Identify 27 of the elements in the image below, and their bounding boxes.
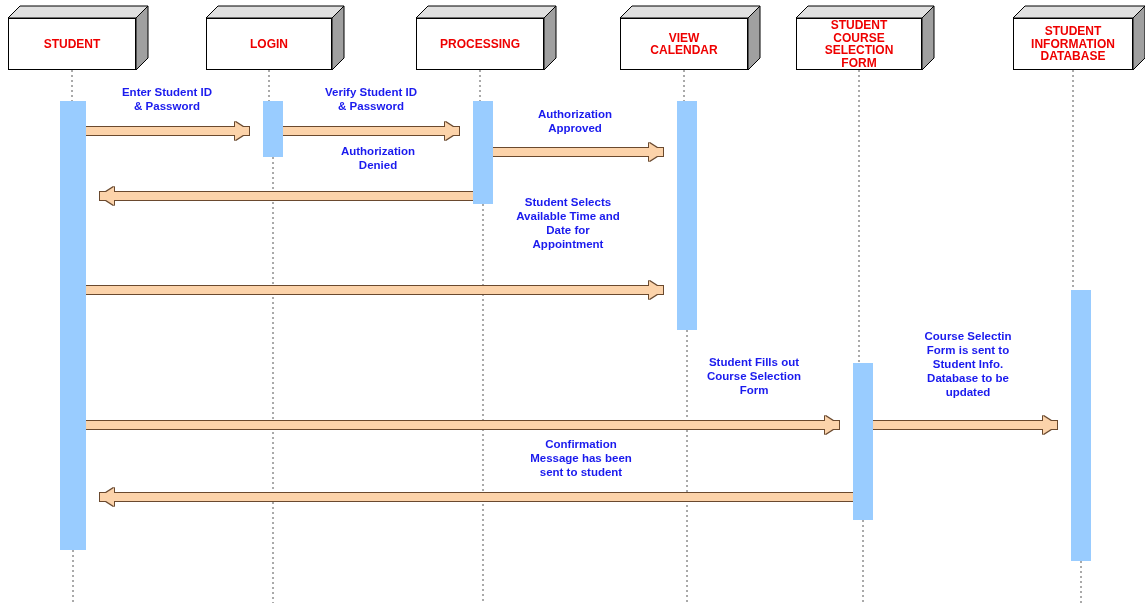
header-title: PROCESSING bbox=[440, 37, 520, 51]
header-title: STUDENT COURSE SELECTION FORM bbox=[823, 19, 895, 69]
activation-bar bbox=[263, 101, 283, 157]
header-title: VIEW CALENDAR bbox=[649, 31, 719, 57]
lifeline-header bbox=[416, 6, 556, 70]
lifeline bbox=[858, 69, 860, 364]
message-label: Confirmation Message has been sent to student bbox=[529, 437, 633, 479]
activation-bar bbox=[60, 101, 86, 550]
lifeline bbox=[268, 69, 270, 102]
header-title: LOGIN bbox=[250, 37, 288, 51]
activation-bar bbox=[1071, 290, 1091, 561]
message-label: Enter Student ID & Password bbox=[119, 85, 215, 113]
message-label: Verify Student ID & Password bbox=[323, 85, 419, 113]
lifeline-header bbox=[8, 6, 148, 70]
lifeline-header bbox=[1013, 6, 1145, 70]
lifeline-header bbox=[796, 6, 934, 70]
header-title: STUDENT INFORMATION DATABASE bbox=[1030, 25, 1116, 63]
header-title: STUDENT bbox=[43, 37, 101, 51]
activation-bar bbox=[473, 101, 493, 204]
lifeline bbox=[683, 69, 685, 102]
lifeline bbox=[71, 69, 73, 102]
lifeline bbox=[479, 69, 481, 102]
lifeline-header bbox=[620, 6, 760, 70]
message-label: Student Fills out Course Selection Form bbox=[704, 355, 804, 397]
activation-bar bbox=[853, 363, 873, 520]
activation-bar bbox=[677, 101, 697, 330]
lifeline-header bbox=[206, 6, 344, 70]
